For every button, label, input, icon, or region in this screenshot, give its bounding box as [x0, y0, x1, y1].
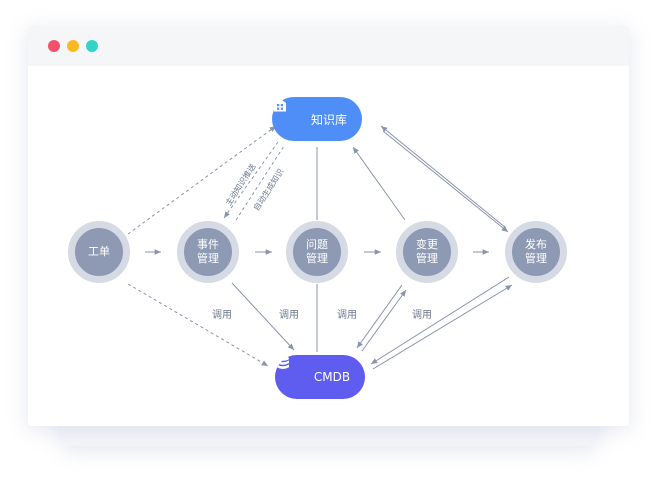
- edge-label-invoke-1: 调用: [212, 310, 232, 321]
- cmdb-label: CMDB: [313, 370, 351, 384]
- cmdb-node[interactable]: CMDB: [275, 355, 365, 399]
- maximize-dot[interactable]: [86, 40, 98, 52]
- knowledge-base-label: 知识库: [310, 112, 347, 127]
- change-management-node[interactable]: 变更 管理: [396, 221, 458, 283]
- edge-label-invoke-4: 调用: [412, 310, 432, 321]
- edge-change-kb: [352, 146, 406, 221]
- edge-incident-cmdb: [231, 282, 295, 351]
- edge-label-invoke-2: 调用: [279, 310, 299, 321]
- knowledge-base-icon: [274, 98, 303, 127]
- edge-kb-release: [382, 130, 509, 233]
- incident-management-node[interactable]: 事件 管理: [177, 221, 239, 283]
- edge-ticket-kb: [127, 125, 277, 235]
- edge-ticket-cmdb: [127, 283, 269, 367]
- minimize-dot[interactable]: [67, 40, 79, 52]
- edge-release-cmdb: [370, 276, 510, 365]
- problem-management-node[interactable]: 问题 管理: [286, 221, 348, 283]
- change-management-label: 变更 管理: [416, 238, 438, 265]
- release-management-label: 发布 管理: [525, 238, 547, 265]
- window-titlebar: [28, 26, 629, 66]
- problem-management-label: 问题 管理: [306, 238, 328, 265]
- release-management-node[interactable]: 发布 管理: [505, 221, 567, 283]
- edge-incident-kb: [235, 145, 285, 221]
- ticket-label: 工单: [88, 245, 110, 258]
- knowledge-base-node[interactable]: 知识库: [272, 97, 362, 141]
- edge-cmdb-release: [372, 284, 513, 370]
- edge-change-cmdb: [356, 284, 403, 349]
- edge-cmdb-change: [361, 289, 407, 352]
- close-dot[interactable]: [48, 40, 60, 52]
- edge-label-invoke-3: 调用: [337, 310, 357, 321]
- ticket-node[interactable]: 工单: [68, 221, 130, 283]
- incident-management-label: 事件 管理: [197, 238, 219, 265]
- database-icon: [277, 356, 306, 385]
- edge-release-kb: [380, 125, 507, 229]
